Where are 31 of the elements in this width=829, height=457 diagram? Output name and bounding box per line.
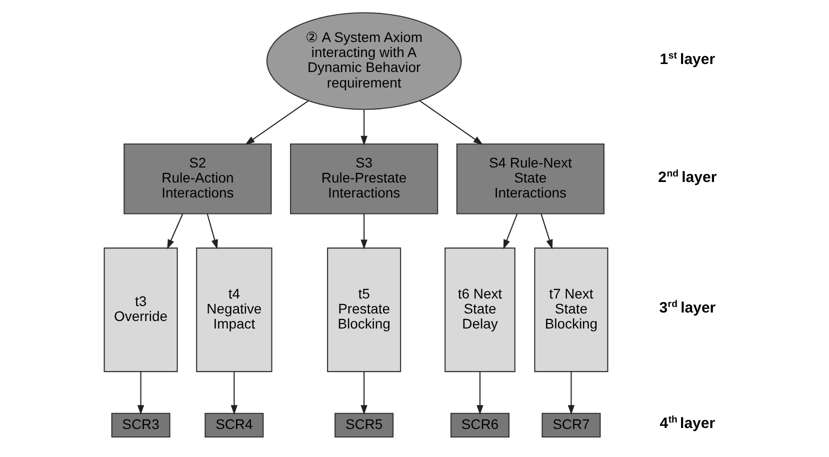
label: 3$^{rd}$ layer xyxy=(659,299,716,317)
arrow xyxy=(360,110,368,146)
node-box: t7 Next State Blocking xyxy=(534,248,608,372)
arrow xyxy=(167,214,184,250)
node-box: t3 Override xyxy=(104,248,178,372)
node-box: S4 Rule-Next State Interactions xyxy=(456,143,604,214)
node-box: SCR7 xyxy=(542,412,601,438)
label: 2$^{nd}$ layer xyxy=(658,168,717,186)
arrow xyxy=(360,372,368,415)
node-box: SCR6 xyxy=(450,412,510,438)
node-box: t4 Negative Impact xyxy=(196,248,272,372)
arrow xyxy=(476,372,484,415)
arrow xyxy=(206,214,218,250)
arrow xyxy=(503,214,518,250)
node-box: t6 Next State Delay xyxy=(444,248,516,372)
arrow xyxy=(568,372,575,415)
node-box: SCR4 xyxy=(204,412,264,438)
arrow xyxy=(360,214,368,250)
label: 1$^{st}$ layer xyxy=(660,50,716,68)
label: 4$^{th}$ layer xyxy=(660,414,716,432)
node-box: t5 Prestate Blocking xyxy=(327,248,402,372)
node-box: SCR5 xyxy=(334,412,394,438)
node-box: S2 Rule-Action Interactions xyxy=(124,143,272,214)
arrow xyxy=(230,372,238,415)
arrow xyxy=(245,100,308,145)
arrow xyxy=(137,372,144,415)
node-ellipse: ② A System Axiom interacting with A Dynamic Behavior requirement xyxy=(266,12,462,110)
node-box: S3 Rule-Prestate Interactions xyxy=(290,143,438,214)
node-box: SCR3 xyxy=(111,412,170,438)
arrow xyxy=(420,100,483,145)
arrow xyxy=(540,214,553,250)
